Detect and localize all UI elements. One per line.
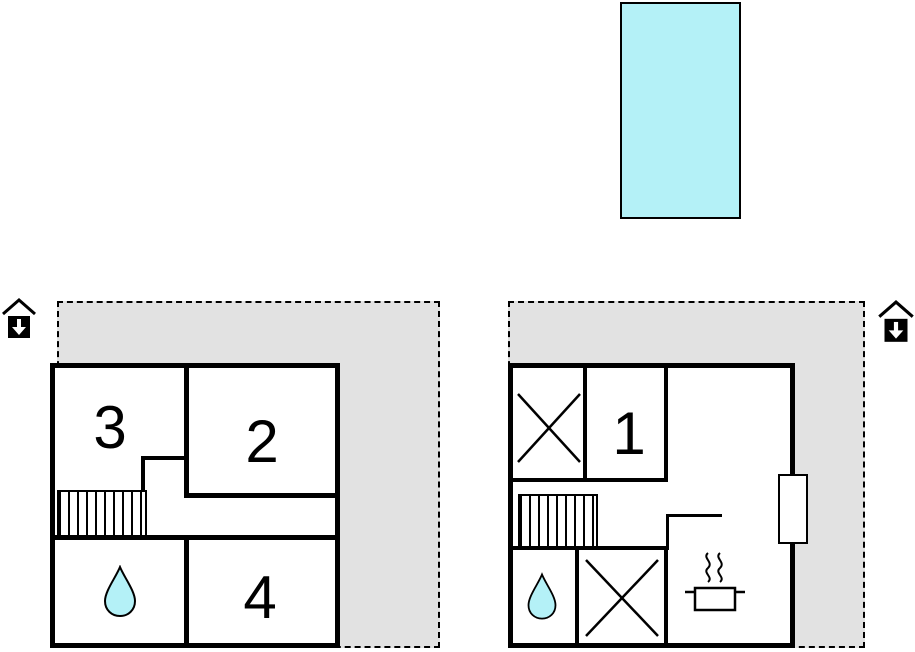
- wall: [513, 546, 668, 550]
- room-label-3: 3: [93, 394, 127, 461]
- wall: [664, 368, 668, 480]
- wall: [184, 368, 189, 498]
- room-label-4: 4: [243, 564, 277, 631]
- entrance-arrow-icon: [878, 300, 914, 342]
- stairs-icon: [518, 494, 598, 548]
- wall: [583, 368, 587, 480]
- wall: [184, 493, 335, 498]
- x-mark-icon: [585, 559, 659, 637]
- wall: [666, 514, 722, 517]
- water-drop-icon: [103, 565, 137, 618]
- wall: [184, 538, 189, 643]
- x-mark-icon: [517, 393, 581, 463]
- wall: [575, 548, 579, 643]
- entrance-arrow-icon: [2, 298, 36, 338]
- room-label-2: 2: [245, 408, 279, 475]
- wall: [666, 514, 669, 550]
- door-icon: [778, 474, 808, 544]
- wall: [55, 535, 335, 540]
- wall: [664, 548, 668, 643]
- wall: [513, 478, 668, 482]
- wall: [141, 456, 145, 492]
- room-label-1: 1: [612, 400, 646, 467]
- water-drop-icon: [527, 572, 557, 620]
- swimming-pool: [620, 2, 741, 219]
- wall: [141, 456, 188, 460]
- stairs-icon: [57, 490, 147, 537]
- cooking-pot-icon: [685, 552, 745, 612]
